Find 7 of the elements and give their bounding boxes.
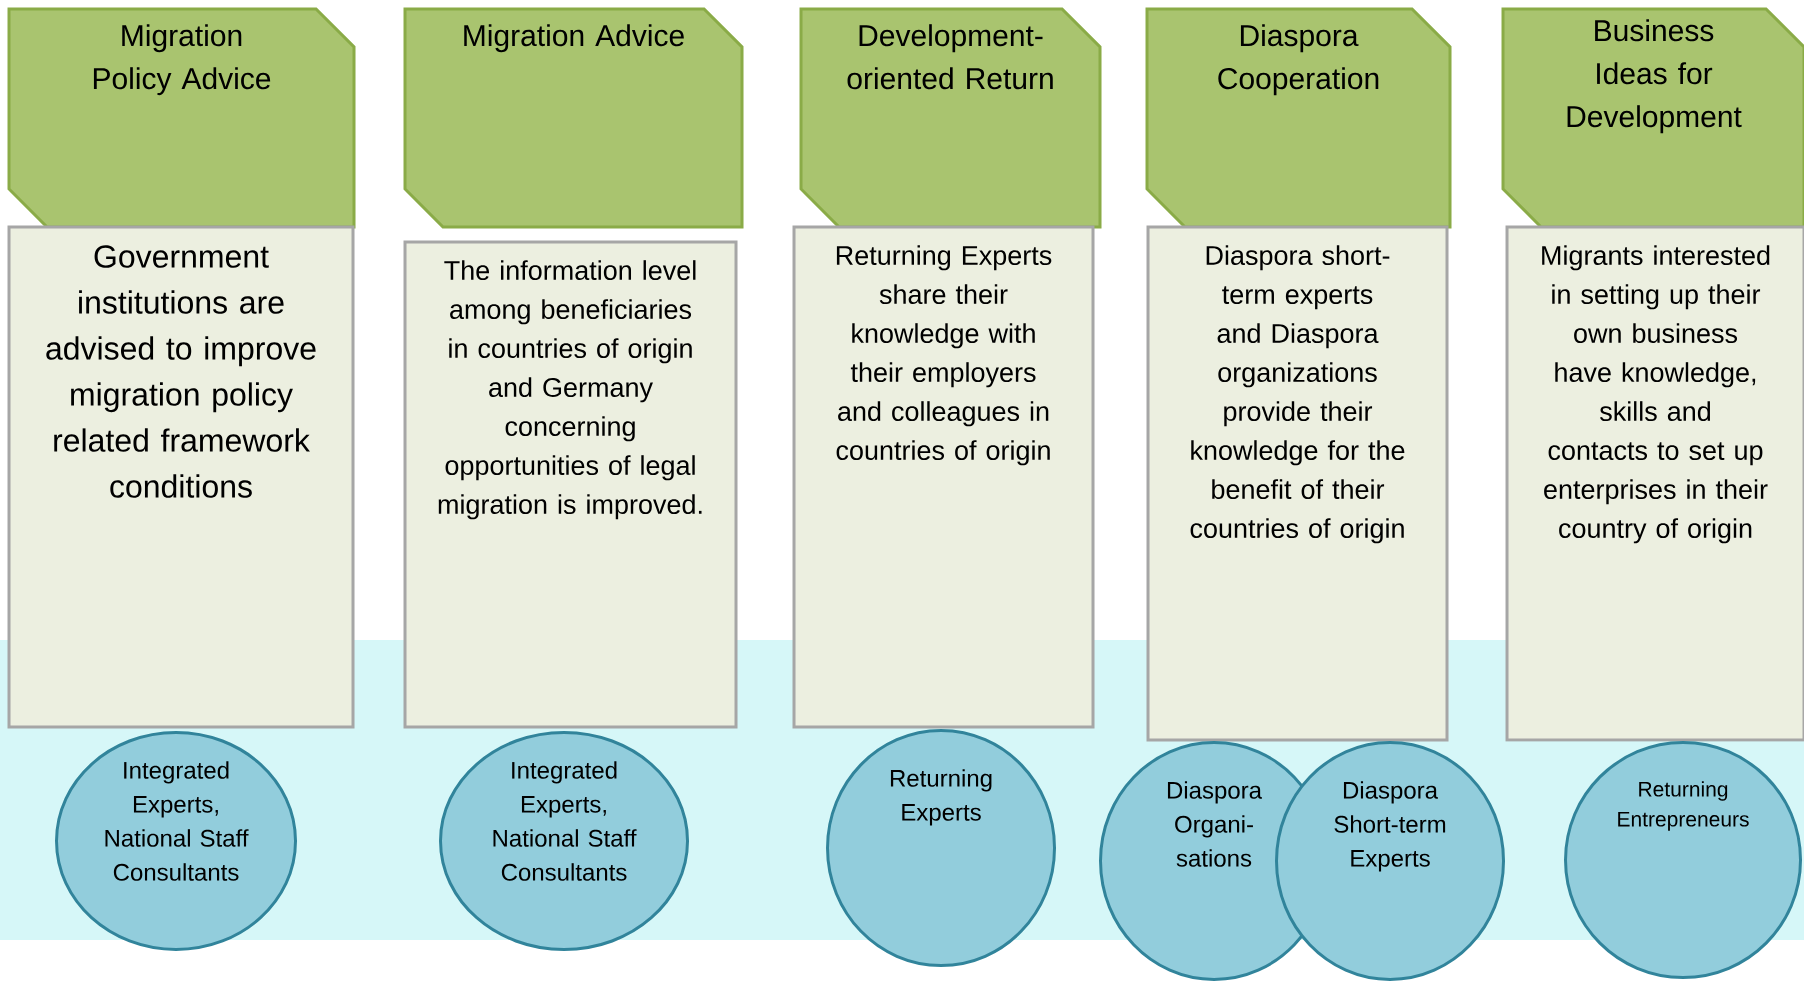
node-label: Diaspora Organi-sations — [1167, 781, 1263, 867]
text-box: Migrants interested in setting up their own business have knowledge, skills and contacts to set up enterprises in their country of origin — [1505, 225, 1804, 742]
node-label: Diaspora Short-term Experts — [1334, 781, 1446, 872]
text-box: Diaspora short-term experts and Diaspora organizations provide their knowledge for the benefit of their countries of origin — [1146, 225, 1449, 742]
text-box: The information level among beneficiaries in countries of origin and Germany concerning opportunities of legal migration is improved. — [403, 240, 738, 729]
text-box: Returning Experts share their knowledge with their employers and colleagues in countries of origin — [792, 225, 1095, 729]
text-box: Government institutions are advised to improve migration policy related framework conditions — [7, 225, 355, 729]
